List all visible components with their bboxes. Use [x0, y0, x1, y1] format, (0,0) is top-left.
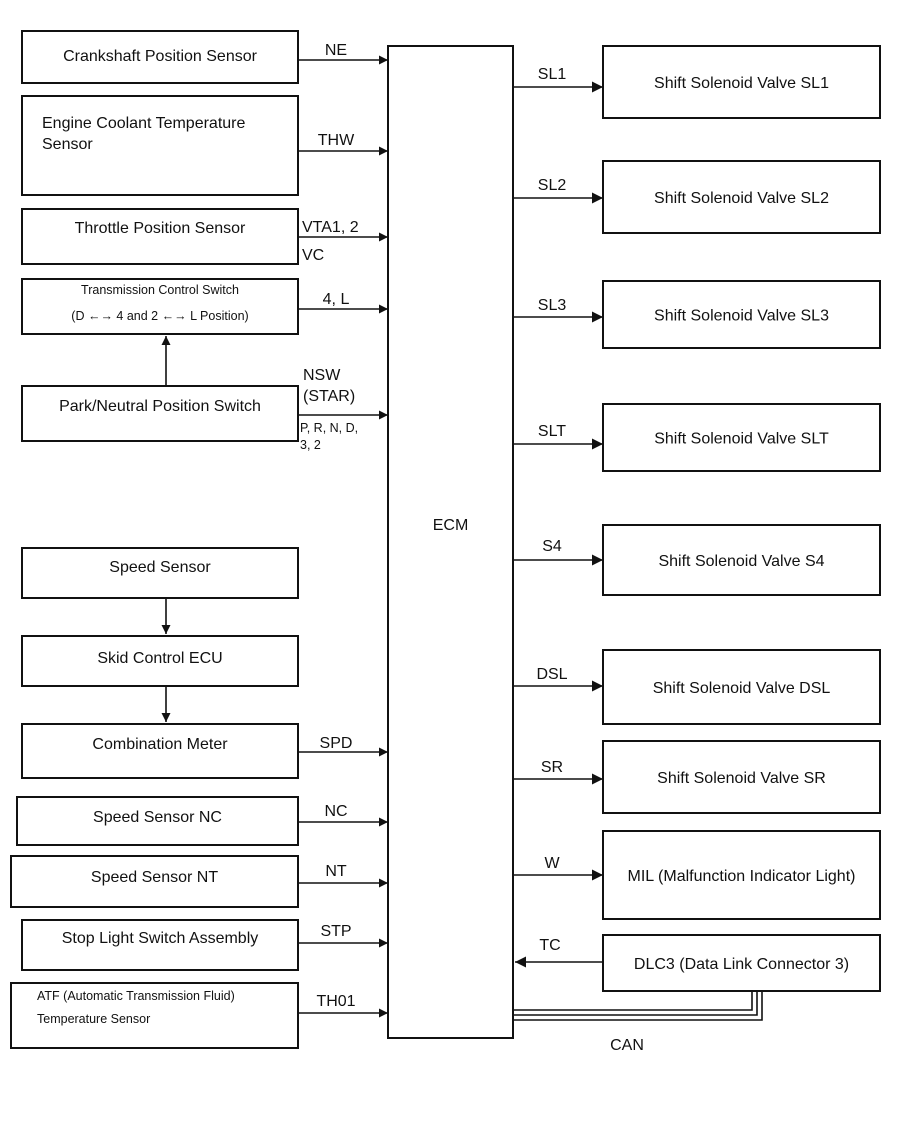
output-label: Shift Solenoid Valve DSL — [653, 680, 831, 697]
input-box — [21, 278, 299, 335]
output-box — [602, 160, 881, 234]
output-label: Shift Solenoid Valve SR — [657, 770, 826, 787]
input-box — [21, 30, 299, 84]
input-label: Park/Neutral Position Switch — [59, 398, 261, 415]
input-box — [10, 855, 299, 908]
signal-label: SR — [541, 759, 563, 776]
signal-label: NC — [324, 803, 347, 820]
signal-label: STP — [320, 923, 351, 940]
ecm-label: ECM — [433, 517, 469, 534]
signal-label: SPD — [320, 735, 353, 752]
input-box — [21, 385, 299, 442]
input-box — [16, 796, 299, 846]
input-label: Speed Sensor NT — [91, 869, 218, 886]
connection-lines — [161, 55, 763, 1021]
input-label: Skid Control ECU — [97, 650, 222, 667]
input-box — [21, 208, 299, 265]
signal-label: VC — [302, 247, 324, 264]
output-label: Shift Solenoid Valve SLT — [654, 431, 829, 448]
signal-label: (STAR) — [303, 388, 355, 405]
output-box — [602, 740, 881, 814]
signal-label: VTA1, 2 — [302, 219, 359, 236]
can-label: CAN — [610, 1037, 644, 1054]
signal-label: SL1 — [538, 66, 567, 83]
signal-label: SL2 — [538, 177, 567, 194]
signal-label: DSL — [536, 666, 567, 683]
input-label: Speed Sensor NC — [93, 809, 222, 826]
output-box — [602, 934, 881, 992]
can-bus-line — [513, 991, 753, 1011]
input-box — [21, 95, 299, 196]
output-box — [602, 45, 881, 119]
signal-label: S4 — [542, 538, 562, 555]
signal-label: NT — [325, 863, 347, 880]
signal-note: 3, 2 — [300, 438, 321, 452]
input-box — [10, 982, 299, 1049]
signal-label: 4, L — [323, 291, 350, 308]
output-box — [602, 649, 881, 725]
output-label: MIL (Malfunction Indicator Light) — [628, 868, 856, 885]
output-box — [602, 524, 881, 596]
input-label: Transmission Control Switch — [81, 283, 239, 297]
signal-label: SLT — [538, 423, 566, 440]
input-label: Combination Meter — [92, 736, 228, 753]
output-label: DLC3 (Data Link Connector 3) — [634, 956, 849, 973]
input-label: ATF (Automatic Transmission Fluid) — [37, 989, 235, 1003]
input-box — [21, 635, 299, 687]
output-label: Shift Solenoid Valve SL2 — [654, 190, 829, 207]
input-label: Temperature Sensor — [37, 1012, 150, 1026]
signal-label: SL3 — [538, 297, 567, 314]
signal-label: NSW — [303, 367, 341, 384]
can-bus-line — [513, 991, 763, 1021]
ecm-box — [387, 45, 514, 1039]
input-label: Sensor — [42, 136, 93, 153]
output-label: Shift Solenoid Valve SL3 — [654, 308, 829, 325]
output-label: Shift Solenoid Valve SL1 — [654, 75, 829, 92]
input-label: Throttle Position Sensor — [75, 220, 246, 237]
input-label: Engine Coolant Temperature — [42, 115, 245, 132]
input-box — [21, 723, 299, 779]
input-label: Stop Light Switch Assembly — [62, 930, 259, 947]
signal-label: NE — [325, 42, 347, 59]
input-label: (D ←→ 4 and 2 ←→ L Position) — [71, 309, 248, 323]
can-bus-line — [513, 991, 758, 1016]
input-box — [21, 919, 299, 971]
input-box — [21, 547, 299, 599]
output-label: Shift Solenoid Valve S4 — [658, 553, 824, 570]
output-box — [602, 280, 881, 349]
signal-label: THW — [318, 132, 355, 149]
signal-label: TC — [539, 937, 560, 954]
input-label: Crankshaft Position Sensor — [63, 48, 258, 65]
signal-note: P, R, N, D, — [300, 421, 358, 435]
signal-label: W — [544, 855, 560, 872]
component-boxes — [10, 30, 881, 1049]
labels: ECM Crankshaft Position Sensor NE Engine Co… — [37, 42, 855, 1054]
output-box — [602, 830, 881, 920]
input-label: Speed Sensor — [109, 559, 211, 576]
signal-label: TH01 — [316, 993, 355, 1010]
output-box — [602, 403, 881, 472]
